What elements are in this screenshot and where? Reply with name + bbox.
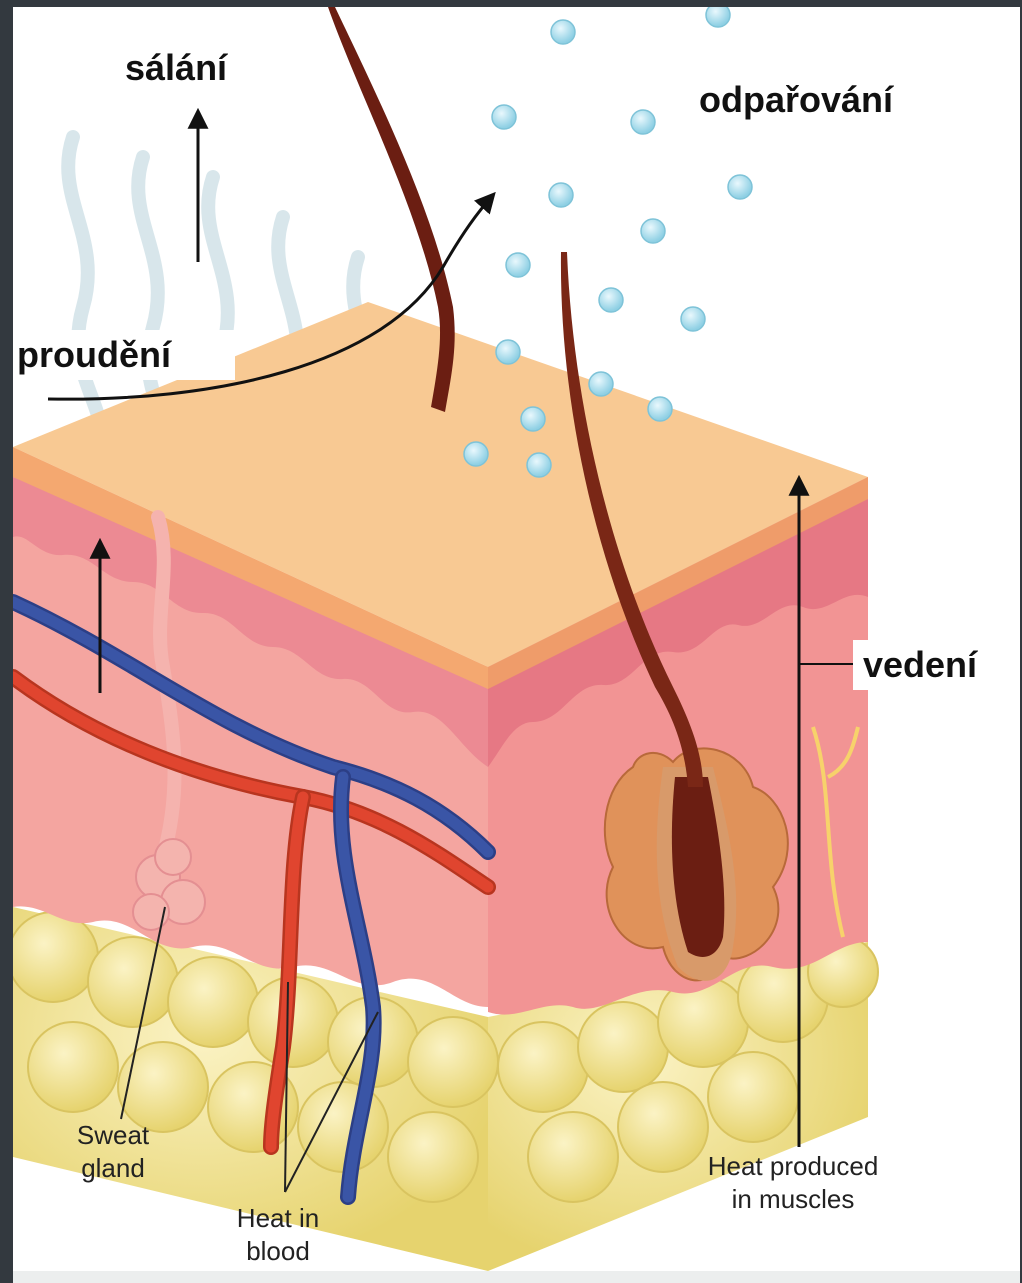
label-heat-in-muscles-line2: in muscles	[683, 1183, 903, 1216]
label-evaporation: odpařování	[699, 79, 893, 121]
skin-diagram	[13, 7, 1020, 1271]
bottom-strip	[13, 1271, 1020, 1283]
label-sweat-gland: Sweat gland	[53, 1119, 173, 1184]
label-sweat-gland-line2: gland	[53, 1152, 173, 1185]
diagram-frame: sálání odpařování proudění vedení Sweat …	[13, 7, 1020, 1271]
label-sweat-gland-line1: Sweat	[53, 1119, 173, 1152]
label-convection: proudění	[13, 330, 235, 380]
label-heat-in-muscles-line1: Heat produced	[683, 1150, 903, 1183]
label-heat-in-blood: Heat in blood	[208, 1202, 348, 1267]
label-heat-in-blood-line1: Heat in	[208, 1202, 348, 1235]
label-heat-in-muscles: Heat produced in muscles	[683, 1150, 903, 1215]
label-conduction: vedení	[853, 640, 987, 690]
label-heat-in-blood-line2: blood	[208, 1235, 348, 1268]
label-radiation: sálání	[125, 47, 227, 89]
